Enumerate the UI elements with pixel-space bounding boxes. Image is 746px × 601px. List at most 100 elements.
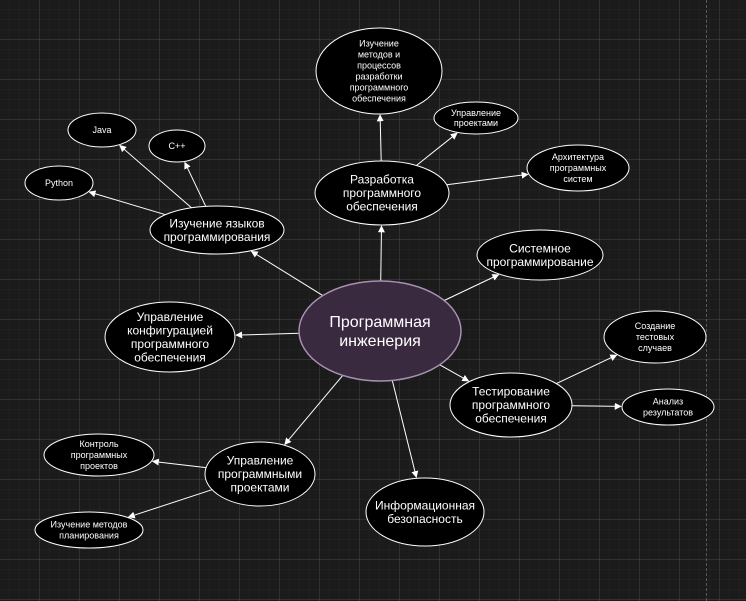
node-label-line: обеспечения: [346, 200, 418, 214]
edge-software-projects-to-project-control: [151, 458, 207, 469]
node-label-line: конфигурацией: [127, 323, 213, 337]
node-label-line: Python: [45, 178, 73, 188]
node-label-line: инженерия: [339, 333, 421, 350]
node-label-line: обеспечения: [475, 412, 547, 426]
node-label-line: программными: [218, 467, 302, 481]
node-label-line: Java: [92, 125, 111, 135]
node-label-line: C++: [168, 141, 185, 151]
node-label-line: Системное: [509, 241, 571, 255]
node-label-line: Контроль: [79, 439, 118, 449]
node-label-line: случаев: [638, 343, 672, 353]
edge-software-projects-to-planning-methods: [127, 489, 213, 519]
node-shape-methods: [315, 27, 443, 115]
node-label-line: безопасность: [387, 512, 462, 526]
edge-root-to-configuration: [235, 331, 300, 339]
edge-root-to-system-programming: [443, 274, 500, 301]
node-shape-languages: [149, 205, 285, 255]
node-label-line: методов и: [358, 50, 400, 60]
node-label-line: Изучение языков: [169, 216, 264, 230]
node-shape-development: [314, 160, 450, 226]
edge-root-to-testing: [439, 364, 470, 382]
edge-root-to-development: [377, 225, 385, 282]
node-java[interactable]: Java: [67, 112, 137, 148]
node-label-line: Управление: [137, 310, 204, 324]
node-label-line: Изучение методов: [51, 520, 128, 530]
node-label-cpp: C++: [168, 141, 185, 151]
edge-development-to-architecture: [446, 171, 529, 186]
edges-layer: [88, 114, 622, 519]
edge-root-to-languages: [250, 250, 324, 297]
edge-root-to-security: [391, 380, 419, 479]
edge-languages-to-java: [119, 144, 192, 209]
node-label-line: обеспечения: [352, 94, 406, 104]
page-boundary: [706, 0, 707, 601]
node-label-line: программных: [550, 163, 607, 173]
node-shape-configuration: [104, 301, 236, 373]
node-label-python: Python: [45, 178, 73, 188]
node-label-line: планирования: [59, 531, 119, 541]
node-label-line: процессов: [357, 61, 401, 71]
node-label-line: тестовых: [636, 332, 675, 342]
node-label-line: Архитектура: [552, 152, 604, 162]
node-shape-security: [365, 477, 485, 547]
node-cpp[interactable]: C++: [148, 129, 206, 163]
node-label-line: Программная: [329, 314, 430, 331]
node-label-line: программного: [343, 186, 421, 200]
node-label-line: Информационная: [375, 498, 475, 512]
node-label-line: Управление: [451, 108, 501, 118]
node-shape-architecture: [526, 144, 630, 192]
node-label-line: Анализ: [653, 397, 683, 407]
node-label-line: Изучение: [359, 39, 399, 49]
edge-languages-to-cpp: [184, 161, 207, 207]
node-shape-test-cases: [603, 310, 707, 364]
node-label-root: Программная инженерия: [329, 314, 430, 350]
node-shape-software-projects: [204, 441, 316, 507]
node-label-line: Тестирование: [472, 385, 550, 399]
node-root[interactable]: Программная инженерия: [298, 280, 462, 382]
node-label-line: систем: [563, 174, 592, 184]
edge-root-to-software-projects: [284, 375, 344, 446]
node-label-line: Управление: [227, 454, 294, 468]
node-label-line: обеспечения: [134, 350, 206, 364]
node-shape-java: [67, 112, 137, 148]
node-label-line: программного: [131, 337, 209, 351]
node-label-line: программных: [71, 450, 128, 460]
node-label-line: программного: [350, 83, 409, 93]
node-python[interactable]: Python: [24, 165, 94, 201]
edge-development-to-methods: [376, 114, 384, 162]
node-shape-cpp: [148, 129, 206, 163]
node-shape-root: [298, 280, 462, 382]
edge-testing-to-test-cases: [556, 354, 618, 385]
node-shape-project-control: [43, 433, 155, 477]
node-label-java: Java: [92, 125, 111, 135]
node-label-line: проектами: [231, 481, 290, 495]
node-label-line: проектов: [80, 461, 118, 471]
node-label-line: разработки: [355, 72, 402, 82]
